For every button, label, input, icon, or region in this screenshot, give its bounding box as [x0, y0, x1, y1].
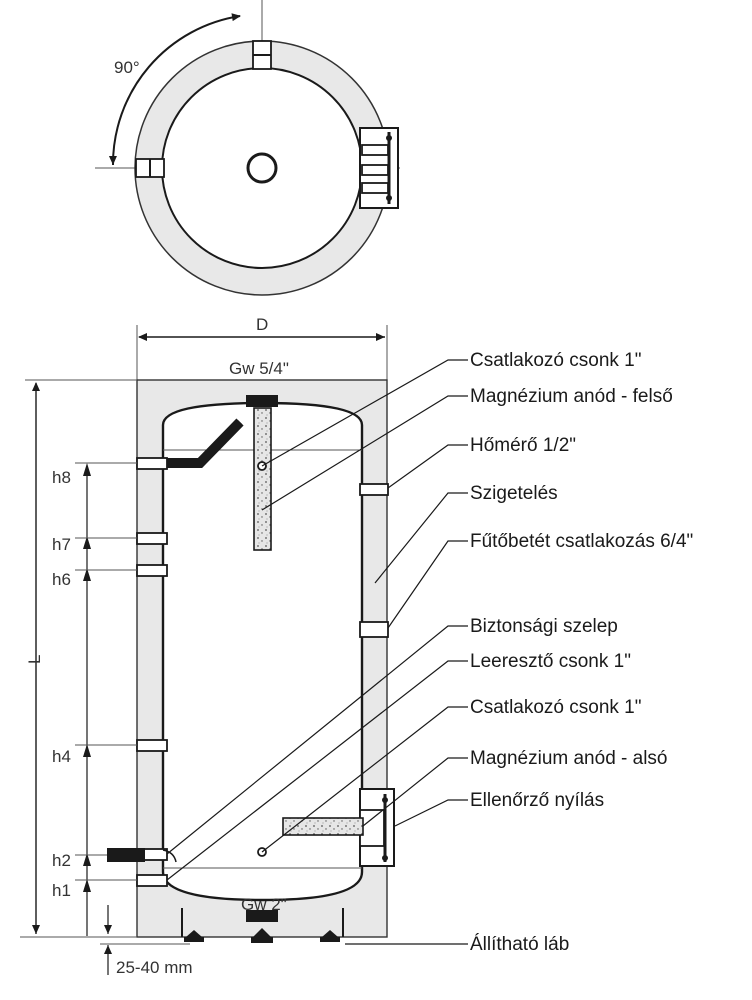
callout-anode-upper: Magnézium anód - felső — [470, 386, 673, 407]
foot-range-label: 25-40 mm — [116, 958, 193, 977]
top-view-center-port — [246, 152, 278, 184]
boiler-side-view: Gw 5/4" — [107, 359, 395, 943]
callout-anode-lower: Magnézium anód - alsó — [470, 748, 668, 769]
diameter-label: D — [256, 315, 268, 334]
h4-label: h4 — [52, 747, 71, 766]
upper-anode — [253, 407, 272, 551]
h8-label: h8 — [52, 468, 71, 487]
callout-adjustable-foot: Állítható láb — [470, 934, 569, 955]
callout-leaders — [166, 359, 468, 945]
bottom-thread-label: Gw 2" — [241, 895, 287, 914]
callout-thermometer: Hőmérő 1/2" — [470, 435, 576, 456]
callout-insulation: Szigetelés — [470, 483, 558, 504]
h7-label: h7 — [52, 535, 71, 554]
callout-connector-top: Csatlakozó csonk 1" — [470, 350, 642, 371]
callout-heater-connection: Fűtőbetét csatlakozás 6/4" — [470, 531, 693, 552]
height-dimensions: L h8 h7 h6 h4 h2 h1 25-40 mm — [20, 379, 193, 977]
heater-port — [359, 621, 389, 638]
h2-label: h2 — [52, 851, 71, 870]
length-label: L — [25, 655, 44, 664]
tank-shell — [161, 401, 364, 902]
callout-safety-valve: Biztonsági szelep — [470, 616, 618, 637]
callout-connector-bottom: Csatlakozó csonk 1" — [470, 697, 642, 718]
top-thread-label: Gw 5/4" — [229, 359, 289, 378]
h1-label: h1 — [52, 881, 71, 900]
top-connection — [246, 395, 278, 407]
thermometer-port — [359, 483, 389, 496]
lower-anode — [282, 817, 364, 836]
h6-label: h6 — [52, 570, 71, 589]
bottom-connection — [246, 910, 278, 922]
adjustable-feet — [184, 928, 340, 943]
rotation-arc — [108, 13, 241, 166]
callout-inspection: Ellenőrző nyílás — [470, 790, 604, 811]
left-ports — [136, 457, 168, 887]
angle-label: 90° — [114, 58, 140, 77]
safety-valve — [107, 848, 145, 862]
top-view: 90° — [95, 0, 400, 296]
callout-labels: Csatlakozó csonk 1" Magnézium anód - fel… — [470, 350, 693, 955]
diameter-dimension: D — [136, 315, 388, 380]
callout-drain: Leeresztő csonk 1" — [470, 651, 631, 672]
